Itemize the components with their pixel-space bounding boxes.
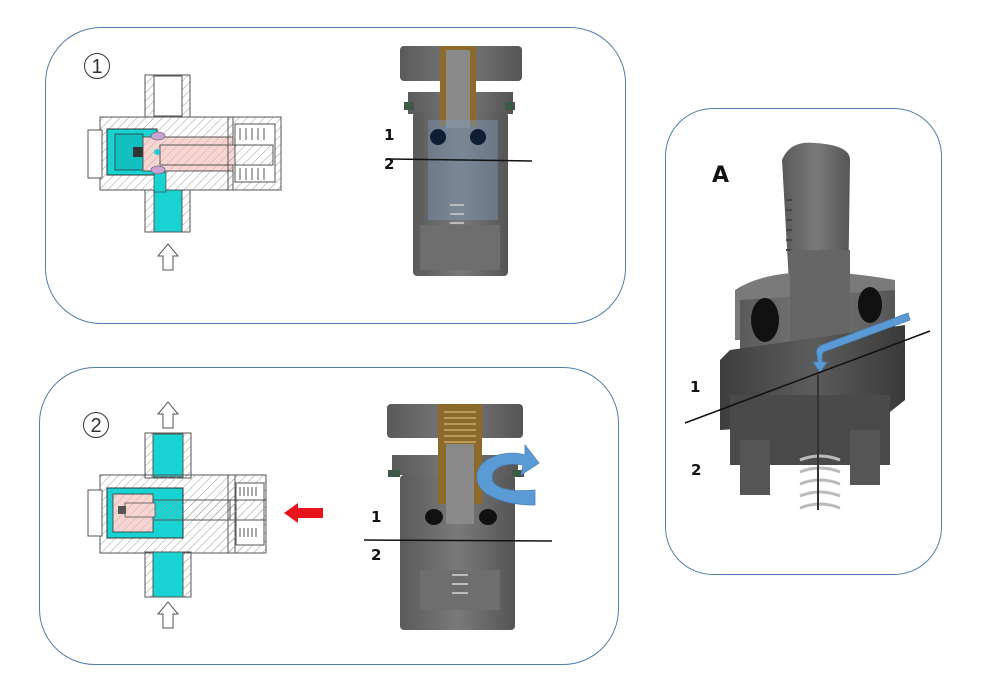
valve-render-closed bbox=[400, 46, 522, 276]
zone-label-2: 2 bbox=[384, 155, 395, 173]
section-line bbox=[363, 539, 553, 542]
section-line bbox=[389, 158, 533, 162]
outlet-arrow-icon bbox=[156, 401, 180, 429]
zone-label-2: 2 bbox=[691, 461, 702, 479]
valve-render-open bbox=[387, 404, 524, 630]
zone-label-1: 1 bbox=[384, 126, 395, 144]
zone-label-1: 1 bbox=[690, 378, 701, 396]
valve-section-open bbox=[87, 432, 267, 598]
detail-title-a: A bbox=[712, 163, 730, 188]
step-number-1: 1 bbox=[84, 53, 110, 79]
valve-section-closed bbox=[87, 74, 282, 233]
step-number-2: 2 bbox=[83, 412, 109, 438]
inlet-arrow-icon bbox=[156, 243, 180, 271]
inlet-arrow-icon bbox=[156, 601, 180, 629]
zone-label-1: 1 bbox=[371, 508, 382, 526]
zone-label-2: 2 bbox=[371, 546, 382, 564]
section-line bbox=[684, 330, 931, 424]
flow-bent-arrow-icon bbox=[812, 312, 911, 373]
valve-detail-render bbox=[720, 142, 905, 510]
actuation-arrow-icon bbox=[284, 503, 323, 523]
flow-curved-arrow-icon bbox=[476, 443, 540, 506]
